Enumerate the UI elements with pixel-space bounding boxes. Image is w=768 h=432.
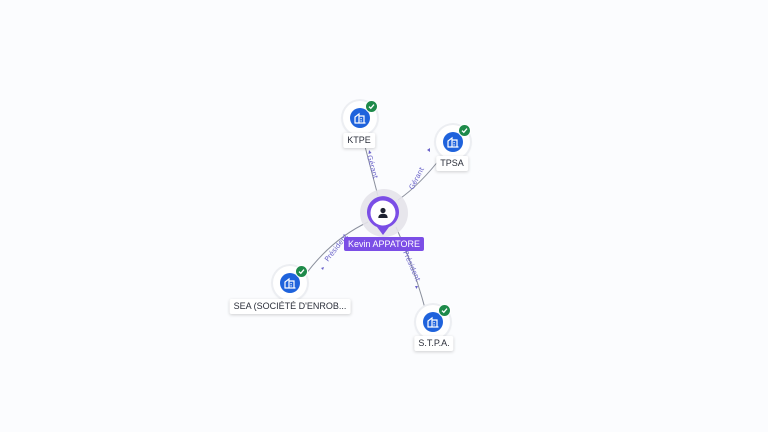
company-node-stpa[interactable] [416,304,451,339]
building-icon [423,312,443,332]
edge-label-stpa: Président [401,250,422,283]
person-icon [378,207,388,218]
edge-arrow-stpa [415,286,418,289]
company-label-ktpe[interactable]: KTPE [343,133,375,148]
person-name-label[interactable]: Kevin APPATORE [343,237,425,251]
company-label-sea[interactable]: SEA (SOCIÉTÉ D'ENROB... [229,299,351,314]
verified-check-icon [365,100,378,113]
company-node-sea[interactable] [273,265,308,300]
verified-check-icon [438,304,451,317]
verified-check-icon [458,124,471,137]
building-icon [350,108,370,128]
building-icon [280,273,300,293]
edge-label-tpsa: Gérant [408,166,426,191]
company-node-tpsa[interactable] [436,124,471,159]
person-pin-marker [367,196,399,235]
edge-label-ktpe: Gérant [365,154,379,180]
person-node[interactable] [366,196,400,236]
company-label-stpa[interactable]: S.T.P.A. [414,336,454,351]
building-icon [443,132,463,152]
company-node-ktpe[interactable] [343,100,378,135]
edge-arrow-tpsa [427,148,430,152]
edge-arrow-sea [321,267,324,270]
verified-check-icon [295,265,308,278]
company-label-tpsa[interactable]: TPSA [436,156,468,171]
edge-arrow-ktpe [368,150,372,154]
